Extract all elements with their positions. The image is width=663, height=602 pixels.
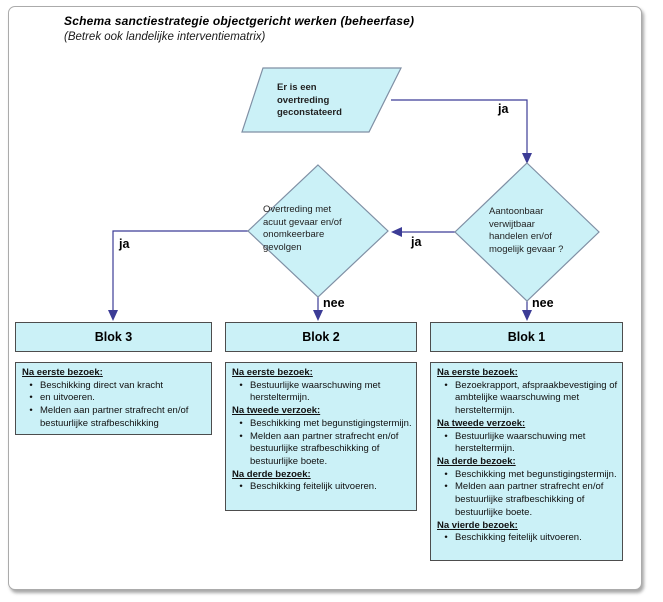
bullet-item: • Beschikking met begunstigingstermijn. [437, 469, 619, 482]
bullet-icon: • [444, 468, 448, 480]
decision-verwijtbaar-diamond [454, 162, 600, 302]
decision-acute-diamond [247, 164, 389, 298]
bullet-icon: • [239, 481, 243, 493]
section-heading: Na derde bezoek: [437, 456, 516, 468]
arrowhead-left-decision2 [391, 227, 402, 237]
blok2-body: Na eerste bezoek:•Bestuurlijke waarschuw… [225, 362, 417, 511]
diagram-subtitle: (Betrek ook landelijke interventiematrix… [64, 31, 266, 43]
blok3-header: Blok 3 [15, 322, 212, 352]
label-ja-middle: ja [411, 235, 422, 249]
section-heading: Na eerste bezoek: [232, 367, 313, 378]
bullet-icon: • [239, 430, 243, 442]
bullet-icon: • [29, 379, 33, 391]
bullet-icon: • [444, 481, 448, 493]
section-heading: Na eerste bezoek: [437, 367, 518, 378]
bullet-text: Beschikking feitelijk uitvoeren. [250, 481, 377, 493]
bullet-text: Beschikking direct van kracht [40, 379, 164, 391]
connector-start-to-decision1 [391, 99, 528, 157]
section-heading: Na vierde bezoek: [437, 519, 518, 531]
connector-decision2-to-blok3 [112, 230, 248, 315]
bullet-item: • Beschikking direct van kracht [22, 380, 208, 393]
bullet-icon: • [239, 417, 243, 429]
start-parallelogram [241, 67, 402, 133]
bullet-text: Beschikking met begunstigingstermijn. [455, 468, 617, 480]
bullet-item: • Beschikking feitelijk uitvoeren. [232, 481, 413, 494]
bullet-item: • Bestuurlijke waarschuwing met herstelte… [232, 380, 413, 405]
arrowhead-down-blok1 [522, 310, 532, 321]
section-heading: Na tweede verzoek: [437, 417, 526, 429]
bullet-icon: • [239, 379, 243, 391]
bullet-icon: • [29, 392, 33, 404]
bullet-text: en uitvoeren. [40, 392, 95, 404]
section-heading: Na eerste bezoek: [22, 367, 103, 378]
bullet-text: Beschikking met begunstigingstermijn. [250, 417, 412, 429]
label-nee-middle: nee [323, 296, 345, 310]
label-nee-right: nee [532, 296, 554, 310]
bullet-icon: • [29, 405, 33, 417]
bullet-item: • Bestuurlijke waarschuwing met herstelte… [437, 431, 619, 456]
arrowhead-down-decision1 [522, 153, 532, 164]
blok2-header: Blok 2 [225, 322, 417, 352]
bullet-item: • Melden aan partner strafrecht en/of bes… [437, 481, 619, 519]
bullet-text: Bestuurlijke waarschuwing met herstelter… [455, 430, 586, 455]
start-shape-text: Er is een overtreding geconstateerd [277, 82, 342, 119]
blok3-body: Na eerste bezoek:•Beschikking direct van… [15, 362, 212, 435]
bullet-item: • Melden aan partner strafrecht en/of bes… [22, 405, 208, 430]
blok1-header: Blok 1 [430, 322, 623, 352]
bullet-item: • Bezoekrapport, afspraakbevestiging of a… [437, 380, 619, 418]
arrowhead-down-blok3 [108, 310, 118, 321]
decision-verwijtbaar-text: Aantoonbaar verwijtbaar handelen en/of m… [489, 206, 564, 255]
bullet-text: Melden aan partner strafrecht en/of best… [250, 430, 399, 468]
bullet-text: Bestuurlijke waarschuwing met herstelter… [250, 379, 381, 404]
bullet-item: • Beschikking feitelijk uitvoeren. [437, 532, 619, 545]
label-ja-left: ja [119, 237, 130, 251]
bullet-text: Bezoekrapport, afspraakbevestiging of am… [455, 379, 618, 417]
bullet-item: • Beschikking met begunstigingstermijn. [232, 418, 413, 431]
bullet-icon: • [444, 379, 448, 391]
bullet-icon: • [444, 532, 448, 544]
blok1-body: Na eerste bezoek:•Bezoekrapport, afspraa… [430, 362, 623, 561]
decision-acute-text: Overtreding met acuut gevaar en/of onomk… [263, 204, 342, 253]
section-heading: Na tweede verzoek: [232, 405, 321, 417]
bullet-item: • Melden aan partner strafrecht en/of bes… [232, 431, 413, 469]
bullet-item: • en uitvoeren. [22, 392, 208, 405]
bullet-text: Melden aan partner strafrecht en/of best… [40, 405, 189, 429]
arrowhead-down-blok2 [313, 310, 323, 321]
section-heading: Na derde bezoek: [232, 468, 311, 480]
bullet-icon: • [444, 430, 448, 442]
bullet-text: Melden aan partner strafrecht en/of best… [455, 481, 604, 518]
diagram-title: Schema sanctiestrategie objectgericht we… [64, 14, 415, 28]
label-ja-top: ja [498, 102, 509, 116]
bullet-text: Beschikking feitelijk uitvoeren. [455, 532, 582, 544]
